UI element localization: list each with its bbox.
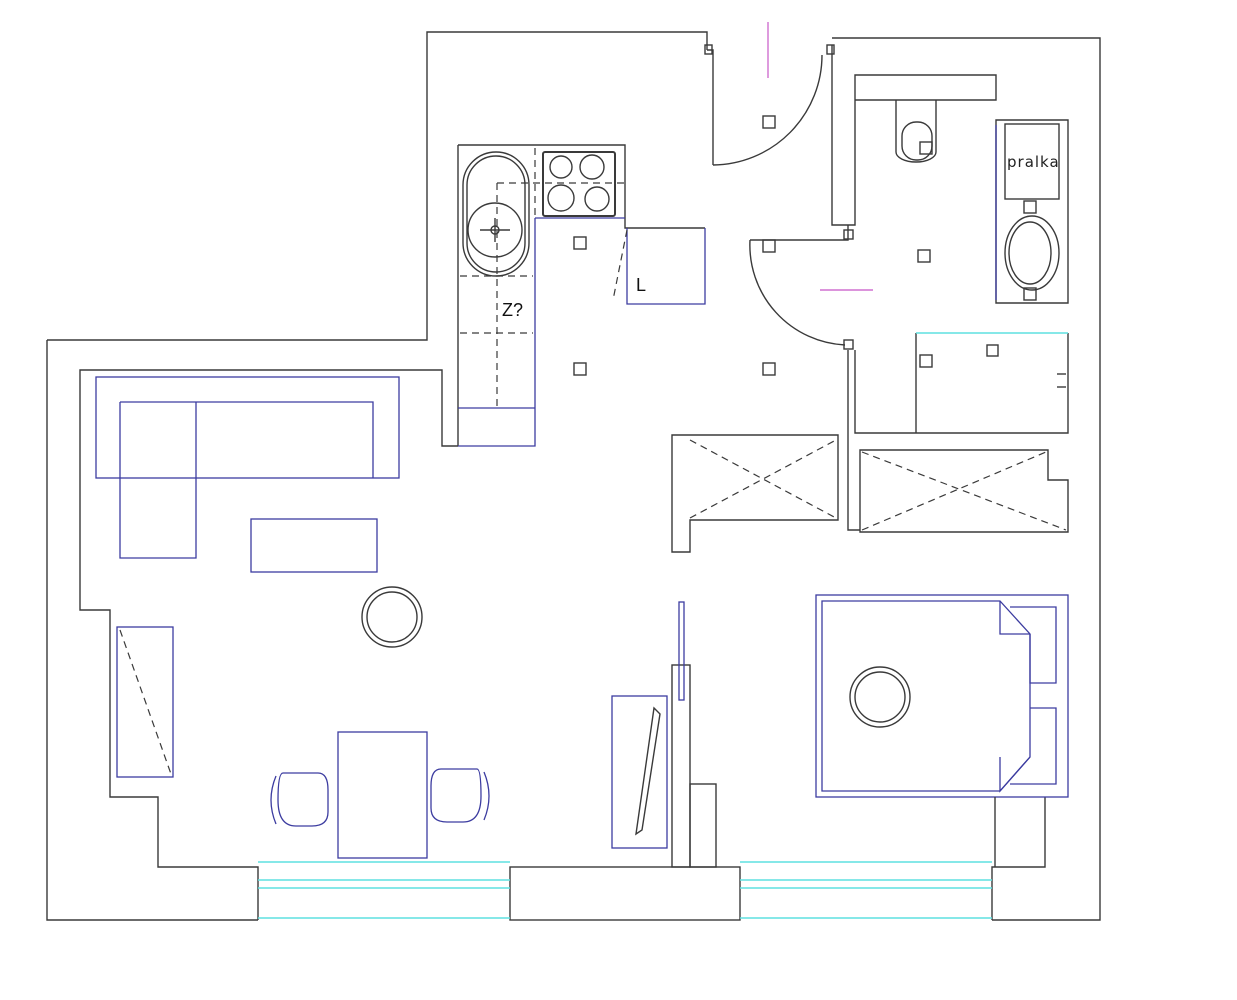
dining-table (337, 731, 428, 859)
sofa (95, 376, 400, 559)
coffee-table (250, 518, 378, 573)
outer-walls (46, 31, 1101, 921)
toilet (895, 100, 937, 163)
interior-walls (671, 44, 1069, 868)
chair-right (430, 768, 490, 823)
tv-stand (611, 695, 668, 849)
ceiling-points (573, 115, 933, 376)
washbasin (1004, 200, 1060, 301)
kitchen-counter (457, 144, 706, 447)
bathroom-door[interactable] (749, 239, 846, 346)
washing-machine: pralka (1004, 123, 1060, 200)
kitchen-unknown-label: Z? (502, 300, 523, 320)
fridge-label: L (636, 275, 646, 295)
entrance-door[interactable] (712, 54, 823, 166)
window-right (740, 861, 992, 919)
shower (986, 344, 1066, 388)
cooktop (542, 151, 616, 217)
window-left (258, 861, 510, 919)
round-lamp (361, 586, 423, 648)
sink (462, 151, 530, 277)
bed (815, 594, 1069, 798)
partition-panel (678, 601, 685, 701)
washing-machine-label: pralka (1007, 153, 1060, 171)
chair-left (270, 772, 329, 827)
wardrobe (116, 626, 174, 778)
